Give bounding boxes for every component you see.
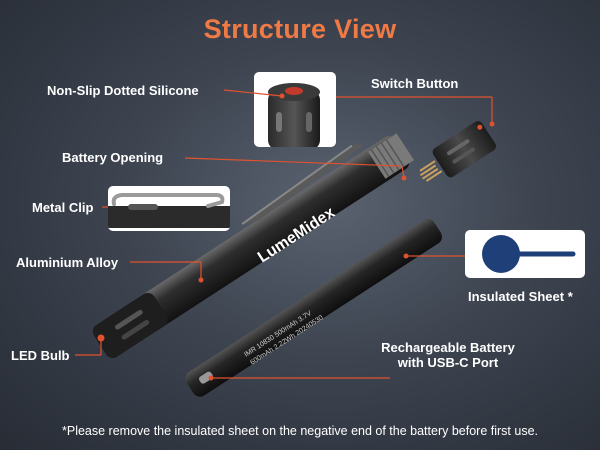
battery (185, 218, 442, 397)
label-battery-line2: with USB-C Port (397, 355, 499, 370)
label-non-slip-silicone: Non-Slip Dotted Silicone (47, 83, 199, 98)
label-metal-clip: Metal Clip (32, 200, 94, 215)
footnote: *Please remove the insulated sheet on th… (62, 424, 538, 438)
label-led-bulb: LED Bulb (11, 348, 70, 363)
label-switch-button: Switch Button (371, 76, 459, 91)
leader-lines (75, 89, 493, 379)
metal-clip-inset (108, 186, 230, 231)
label-battery-opening: Battery Opening (62, 150, 164, 165)
label-rechargeable-battery: Rechargeable Battery with USB-C Port (360, 340, 536, 370)
label-battery-line1: Rechargeable Battery (381, 340, 515, 355)
switch-button-inset (254, 72, 336, 147)
label-insulated-sheet: Insulated Sheet * (468, 289, 573, 304)
insulated-sheet-inset (465, 230, 585, 278)
tail-cap (419, 121, 496, 182)
label-aluminium-alloy: Aluminium Alloy (16, 255, 119, 270)
page-title: Structure View (203, 14, 397, 44)
